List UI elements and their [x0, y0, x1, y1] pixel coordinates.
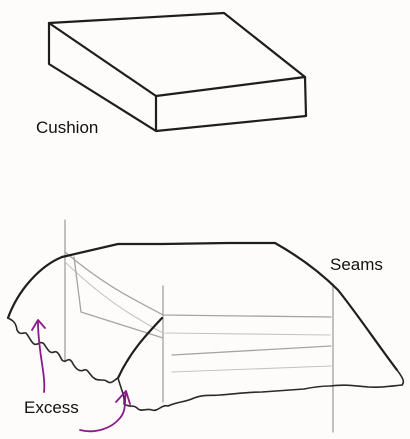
excess-label: Excess [24, 398, 79, 417]
cushion-label: Cushion [36, 118, 98, 137]
seam-guide-lines [64, 219, 334, 433]
seams-label: Seams [330, 255, 383, 274]
cushion-box-drawing [47, 11, 308, 133]
excess-arrow-left [31, 319, 46, 393]
excess-arrow-right [79, 390, 131, 433]
cushion-inside-outline [64, 251, 332, 373]
draped-cover-outline [6, 241, 405, 412]
